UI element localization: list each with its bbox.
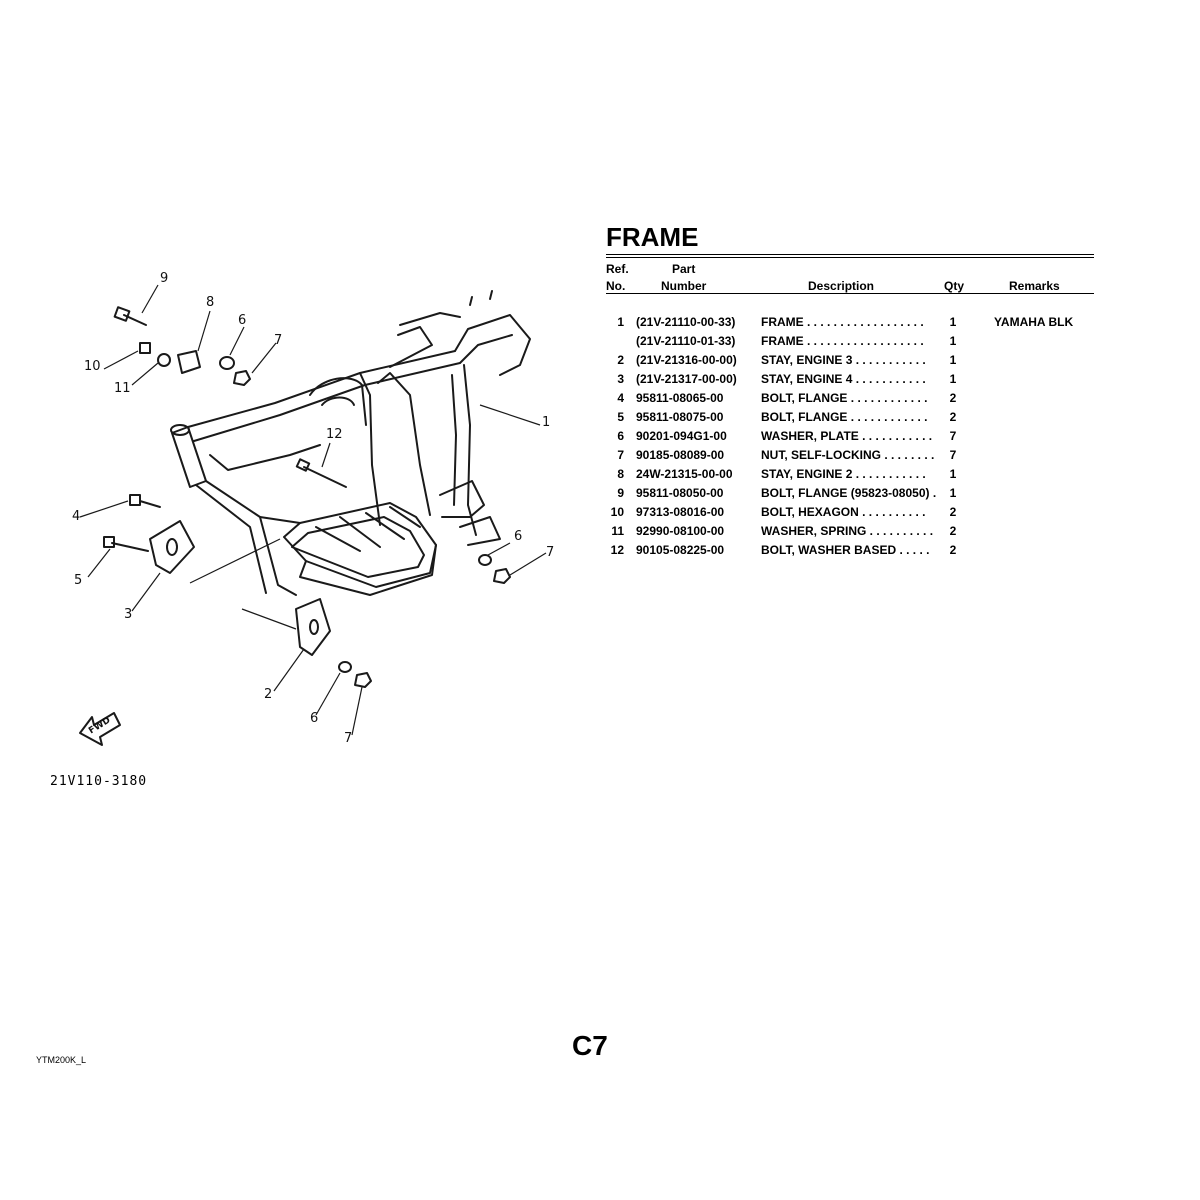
part-number: (21V-21110-00-33) — [636, 315, 736, 329]
part-number: 92990-08100-00 — [636, 524, 725, 538]
parts-row: 6 90201-094G1-00 WASHER, PLATE . . . . . .… — [606, 426, 1094, 445]
part-qty: 2 — [949, 505, 957, 519]
page-number: C7 — [572, 1030, 608, 1061]
callout-4: 4 — [72, 509, 81, 524]
parts-row: 10 97313-08016-00 BOLT, HEXAGON . . . . . … — [606, 502, 1094, 521]
part-remarks: YAMAHA BLK — [994, 315, 1074, 329]
part-number: 97313-08016-00 — [636, 505, 725, 519]
ref-no: 9 — [617, 486, 624, 500]
part-number: 90201-094G1-00 — [636, 429, 727, 443]
diagram-code: 21V110-3180 — [50, 774, 148, 789]
part-description: STAY, ENGINE 3 . . . . . . . . . . . — [761, 353, 926, 367]
part-qty: 1 — [949, 334, 957, 348]
part-number: 95811-08075-00 — [636, 410, 724, 424]
part-description: STAY, ENGINE 2 . . . . . . . . . . . — [761, 467, 926, 481]
parts-row: 3 (21V-21317-00-00) STAY, ENGINE 4 . . . .… — [606, 369, 1094, 388]
ref-no: 4 — [617, 391, 624, 405]
part-number: 90105-08225-00 — [636, 543, 725, 557]
header-ref-line2: No. — [606, 279, 626, 293]
header-remarks: Remarks — [1009, 279, 1060, 293]
part-description: FRAME . . . . . . . . . . . . . . . . . … — [761, 315, 924, 329]
ref-no: 5 — [617, 410, 624, 424]
part-description: BOLT, HEXAGON . . . . . . . . . . — [761, 505, 926, 519]
part-qty: 2 — [949, 410, 957, 424]
part-qty: 2 — [949, 524, 957, 538]
callout-5: 5 — [74, 573, 83, 588]
ref-no: 7 — [617, 448, 624, 462]
parts-row: 5 95811-08075-00 BOLT, FLANGE . . . . . . … — [606, 407, 1094, 426]
part-number: 95811-08050-00 — [636, 486, 724, 500]
parts-row: 1 (21V-21110-00-33) FRAME . . . . . . . . … — [606, 312, 1094, 331]
title-rule — [606, 254, 1094, 255]
parts-row: 8 24W-21315-00-00 STAY, ENGINE 2 . . . . .… — [606, 464, 1094, 483]
callout-1: 1 — [542, 415, 551, 430]
part-description: NUT, SELF-LOCKING . . . . . . . . — [761, 448, 935, 462]
parts-row: (21V-21110-01-33) FRAME . . . . . . . . .… — [606, 331, 1094, 350]
frame-drawing — [79, 284, 547, 746]
part-number: (21V-21316-00-00) — [636, 353, 737, 367]
page-title: FRAME — [606, 222, 699, 252]
callout-7-right: 7 — [546, 545, 555, 560]
part-number: (21V-21317-00-00) — [636, 372, 737, 386]
parts-list: 1 (21V-21110-00-33) FRAME . . . . . . . . … — [606, 312, 1094, 559]
callout-3: 3 — [124, 607, 133, 622]
part-qty: 1 — [949, 372, 957, 386]
callout-8: 8 — [206, 295, 215, 310]
header-part-line2: Number — [661, 279, 707, 293]
part-number: 95811-08065-00 — [636, 391, 724, 405]
part-description: WASHER, PLATE . . . . . . . . . . . — [761, 429, 933, 443]
exploded-diagram: 9 8 6 7 10 11 1 12 4 5 3 6 7 2 6 7 FWD — [60, 255, 580, 815]
header-qty: Qty — [944, 279, 965, 293]
callout-9: 9 — [160, 271, 169, 286]
ref-no: 6 — [617, 429, 624, 443]
part-number: 24W-21315-00-00 — [636, 467, 733, 481]
parts-row: 2 (21V-21316-00-00) STAY, ENGINE 3 . . . .… — [606, 350, 1094, 369]
header-ref-line1: Ref. — [606, 262, 629, 276]
part-description: BOLT, FLANGE . . . . . . . . . . . . — [761, 410, 928, 424]
part-qty: 1 — [949, 315, 957, 329]
parts-row: 7 90185-08089-00 NUT, SELF-LOCKING . . . .… — [606, 445, 1094, 464]
ref-no: 11 — [611, 524, 624, 538]
part-qty: 7 — [949, 448, 957, 462]
part-qty: 1 — [949, 467, 957, 481]
part-qty: 2 — [949, 543, 957, 557]
parts-row: 9 95811-08050-00 BOLT, FLANGE (95823-08050… — [606, 483, 1094, 502]
callout-7: 7 — [274, 333, 283, 348]
document-code: YTM200K_L — [36, 1055, 87, 1065]
parts-row: 4 95811-08065-00 BOLT, FLANGE . . . . . . … — [606, 388, 1094, 407]
callout-6-right: 6 — [514, 529, 523, 544]
ref-no: 8 — [617, 467, 624, 481]
part-number: (21V-21110-01-33) — [636, 334, 736, 348]
ref-no: 1 — [617, 315, 624, 329]
header-part-line1: Part — [672, 262, 696, 276]
callout-6-lower: 6 — [310, 711, 319, 726]
part-qty: 7 — [949, 429, 957, 443]
header-rule — [606, 293, 1094, 294]
parts-row: 12 90105-08225-00 BOLT, WASHER BASED . . .… — [606, 540, 1094, 559]
callout-6: 6 — [238, 313, 247, 328]
part-description: STAY, ENGINE 4 . . . . . . . . . . . — [761, 372, 926, 386]
ref-no: 12 — [610, 543, 624, 557]
part-description: FRAME . . . . . . . . . . . . . . . . . … — [761, 334, 924, 348]
part-qty: 1 — [949, 486, 957, 500]
part-description: BOLT, WASHER BASED . . . . . — [761, 543, 930, 557]
part-description: BOLT, FLANGE (95823-08050) . — [761, 486, 937, 500]
part-qty: 1 — [949, 353, 957, 367]
part-description: BOLT, FLANGE . . . . . . . . . . . . — [761, 391, 928, 405]
part-number: 90185-08089-00 — [636, 448, 725, 462]
callout-7-lower: 7 — [344, 731, 353, 746]
ref-no: 10 — [610, 505, 624, 519]
ref-no: 2 — [617, 353, 624, 367]
header-description: Description — [808, 279, 875, 293]
part-description: WASHER, SPRING . . . . . . . . . . — [761, 524, 934, 538]
callout-12: 12 — [326, 427, 343, 442]
callout-11: 11 — [114, 381, 131, 396]
callout-2: 2 — [264, 687, 273, 702]
callout-10: 10 — [84, 359, 101, 374]
part-qty: 2 — [949, 391, 957, 405]
ref-no: 3 — [617, 372, 624, 386]
title-rule-double — [606, 257, 1094, 258]
parts-row: 11 92990-08100-00 WASHER, SPRING . . . . .… — [606, 521, 1094, 540]
